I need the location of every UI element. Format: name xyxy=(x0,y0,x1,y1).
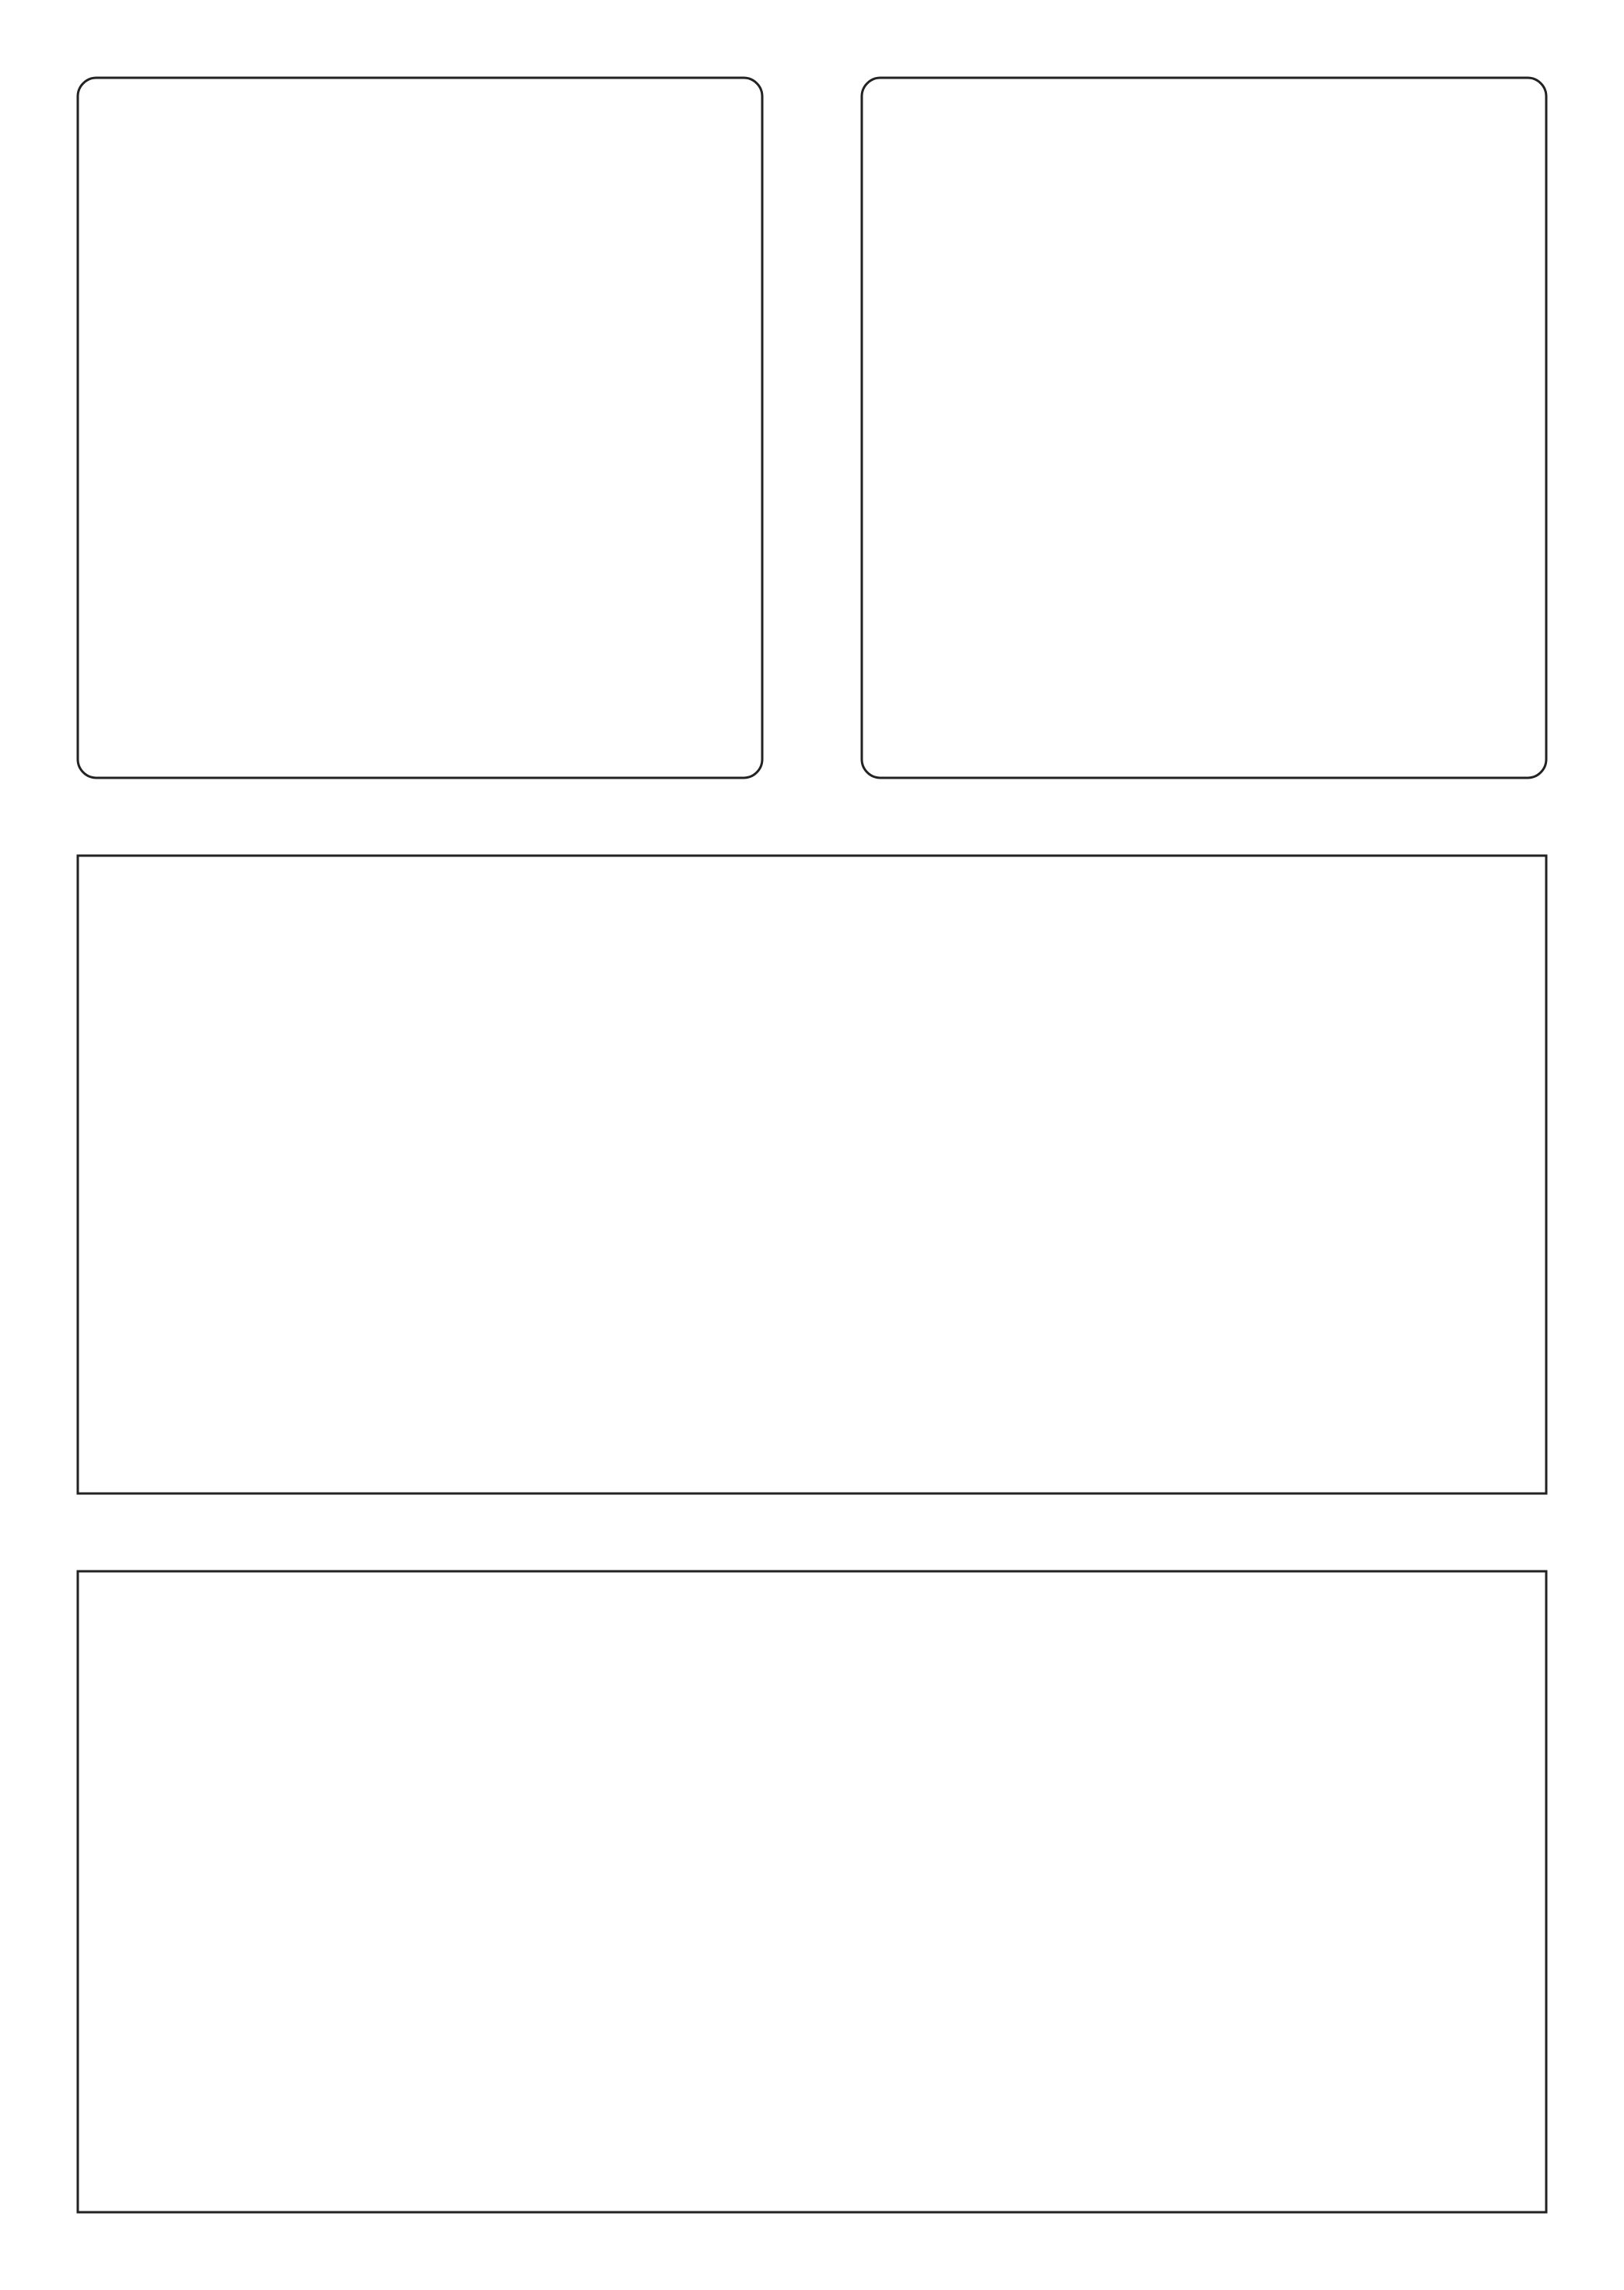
panel-top-right xyxy=(860,76,1548,779)
panel-top-left xyxy=(76,76,764,779)
panel-bottom xyxy=(76,1570,1548,2214)
panel-middle xyxy=(76,854,1548,1495)
